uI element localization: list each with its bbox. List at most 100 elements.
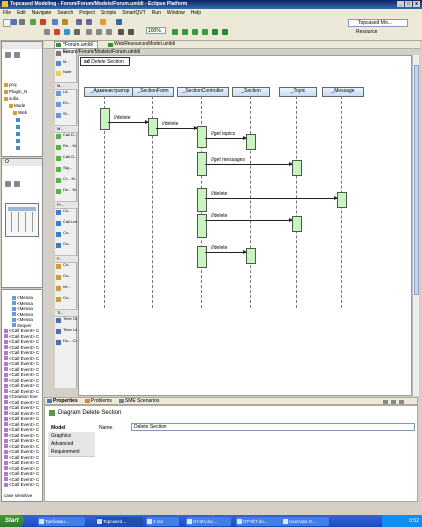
- list-item[interactable]: <Call Event> C: [4, 372, 39, 377]
- message-arrow[interactable]: [205, 196, 338, 200]
- list-item[interactable]: <Call Event> C: [4, 378, 39, 383]
- scrollbar-thumb[interactable]: [414, 65, 419, 295]
- minimize-view-icon[interactable]: [391, 400, 396, 404]
- activation-bar[interactable]: [292, 160, 302, 176]
- list-item[interactable]: <Call Event> C: [4, 449, 39, 454]
- palette-tool[interactable]: Call O...: [55, 155, 77, 165]
- list-item[interactable]: <Call Event> C: [4, 466, 39, 471]
- palette-group-header[interactable]: Fr...: [55, 201, 79, 209]
- forward-icon[interactable]: [86, 19, 92, 25]
- menu-scripts[interactable]: Scripts: [100, 10, 117, 16]
- list-item[interactable]: <Creation Eve: [4, 394, 38, 399]
- taskbar-button[interactable]: UseCase D...: [282, 517, 329, 526]
- palette-tool[interactable]: Co...: [55, 263, 77, 273]
- palette-tool[interactable]: Co...: [55, 274, 77, 284]
- activation-bar[interactable]: [148, 118, 158, 136]
- minimize-button[interactable]: _: [397, 1, 404, 7]
- start-button[interactable]: Start: [0, 515, 24, 527]
- lifeline[interactable]: [250, 96, 251, 308]
- palette-tool[interactable]: Co...: [55, 231, 77, 241]
- layout-icon[interactable]: [116, 19, 122, 25]
- menu-search[interactable]: Search: [57, 10, 74, 16]
- message-arrow[interactable]: [156, 126, 198, 130]
- tab-properties[interactable]: Properties: [45, 398, 83, 404]
- message-label[interactable]: //delete: [211, 245, 228, 251]
- list-item[interactable]: <Call Event> C: [4, 400, 39, 405]
- prop-tab-requirement[interactable]: Requirement: [48, 448, 95, 457]
- activation-bar[interactable]: [197, 214, 207, 238]
- palette-tool[interactable]: Ex...: [55, 101, 77, 111]
- search-icon[interactable]: [52, 19, 58, 25]
- arrow-left-icon[interactable]: [172, 29, 178, 35]
- tree-view-icon[interactable]: [5, 181, 11, 187]
- palette-tool[interactable]: Sel...: [55, 50, 77, 60]
- case-sensitive-option[interactable]: case sensitive: [4, 493, 33, 498]
- lifeline-head[interactable]: _Section: [232, 87, 270, 97]
- collapse-icon[interactable]: [5, 52, 11, 58]
- taskbar-button[interactable]: Отчёт.doc...: [186, 517, 231, 526]
- arrow-up-icon[interactable]: [182, 29, 188, 35]
- list-item[interactable]: <Call Event> C: [4, 367, 39, 372]
- taskbar-button[interactable]: Topcased...: [96, 517, 143, 526]
- list-item[interactable]: <Call Event> C: [4, 383, 39, 388]
- zoom-combo[interactable]: 100%: [146, 27, 166, 34]
- menu-navigate[interactable]: Navigate: [31, 10, 52, 16]
- palette-tool[interactable]: Re... M...: [55, 144, 77, 154]
- list-item[interactable]: <Call Event> C: [4, 427, 39, 432]
- palette-tool[interactable]: Int...: [55, 285, 77, 295]
- list-item[interactable]: Mode: [9, 103, 25, 108]
- print-icon[interactable]: [19, 19, 25, 25]
- lifeline-head[interactable]: _Topic: [279, 87, 317, 97]
- list-item[interactable]: <Call Event> C: [4, 444, 39, 449]
- activation-bar[interactable]: [197, 126, 207, 148]
- tab-problems[interactable]: Problems: [83, 398, 117, 404]
- palette-tool[interactable]: De... M...: [55, 188, 77, 198]
- activation-bar[interactable]: [197, 246, 207, 268]
- palette-tool[interactable]: Sig...: [55, 166, 77, 176]
- wand-icon[interactable]: [100, 19, 106, 25]
- list-item[interactable]: <Call Event> C: [4, 422, 39, 427]
- message-arrow[interactable]: [205, 162, 293, 166]
- zoom-out-icon[interactable]: [128, 29, 134, 35]
- outline-tab[interactable]: O: [2, 159, 42, 166]
- palette-tool[interactable]: Call D...: [55, 133, 77, 143]
- list-item[interactable]: <Call Event> C: [4, 328, 39, 333]
- activation-bar[interactable]: [246, 134, 256, 150]
- link-icon[interactable]: [14, 52, 20, 58]
- activation-bar[interactable]: [337, 192, 347, 208]
- close-button[interactable]: x: [413, 1, 420, 7]
- activation-bar[interactable]: [292, 216, 302, 232]
- menu-help[interactable]: Help: [190, 10, 202, 16]
- activation-bar[interactable]: [246, 248, 256, 264]
- message-label[interactable]: //delete: [211, 213, 228, 219]
- list-item[interactable]: [16, 131, 21, 136]
- list-item[interactable]: sofia: [4, 96, 19, 101]
- palette-tool[interactable]: Time Link: [55, 328, 77, 338]
- palette-tool[interactable]: Time Ob...: [55, 317, 77, 327]
- lifeline-head[interactable]: _SectionController: [177, 87, 229, 97]
- activation-bar[interactable]: [100, 108, 110, 130]
- list-item[interactable]: Sequer: [12, 323, 32, 328]
- message-label[interactable]: //delete: [211, 191, 228, 197]
- lifeline-head[interactable]: _Администратор: [84, 87, 136, 97]
- palette-tool[interactable]: Co...: [55, 209, 77, 219]
- menu-smartqvt[interactable]: SmartQVT: [122, 10, 146, 16]
- align-center-icon[interactable]: [96, 29, 102, 35]
- palette-tool[interactable]: M...: [55, 60, 77, 70]
- palette-tool[interactable]: Sl...: [55, 112, 77, 122]
- diagram-thumbnail[interactable]: [5, 203, 39, 237]
- message-arrow[interactable]: [108, 120, 149, 124]
- list-item[interactable]: <Call Event> C: [4, 405, 39, 410]
- message-arrow[interactable]: [205, 250, 247, 254]
- message-arrow[interactable]: [205, 218, 293, 222]
- perspective-switcher[interactable]: Topcased Mo...: [348, 19, 408, 27]
- canvas-scrollbar[interactable]: [412, 55, 419, 396]
- list-item[interactable]: Web: [13, 110, 27, 115]
- list-item[interactable]: <Messa: [12, 317, 33, 322]
- list-item[interactable]: <Call Event> C: [4, 460, 39, 465]
- message-label[interactable]: //delete: [162, 121, 179, 127]
- editor-tab-webresources[interactable]: WebResourcesModel.umldi: [114, 41, 176, 47]
- message-label[interactable]: //get topics: [211, 131, 236, 137]
- lifeline[interactable]: [152, 96, 153, 308]
- zoom-in-icon[interactable]: [118, 29, 124, 35]
